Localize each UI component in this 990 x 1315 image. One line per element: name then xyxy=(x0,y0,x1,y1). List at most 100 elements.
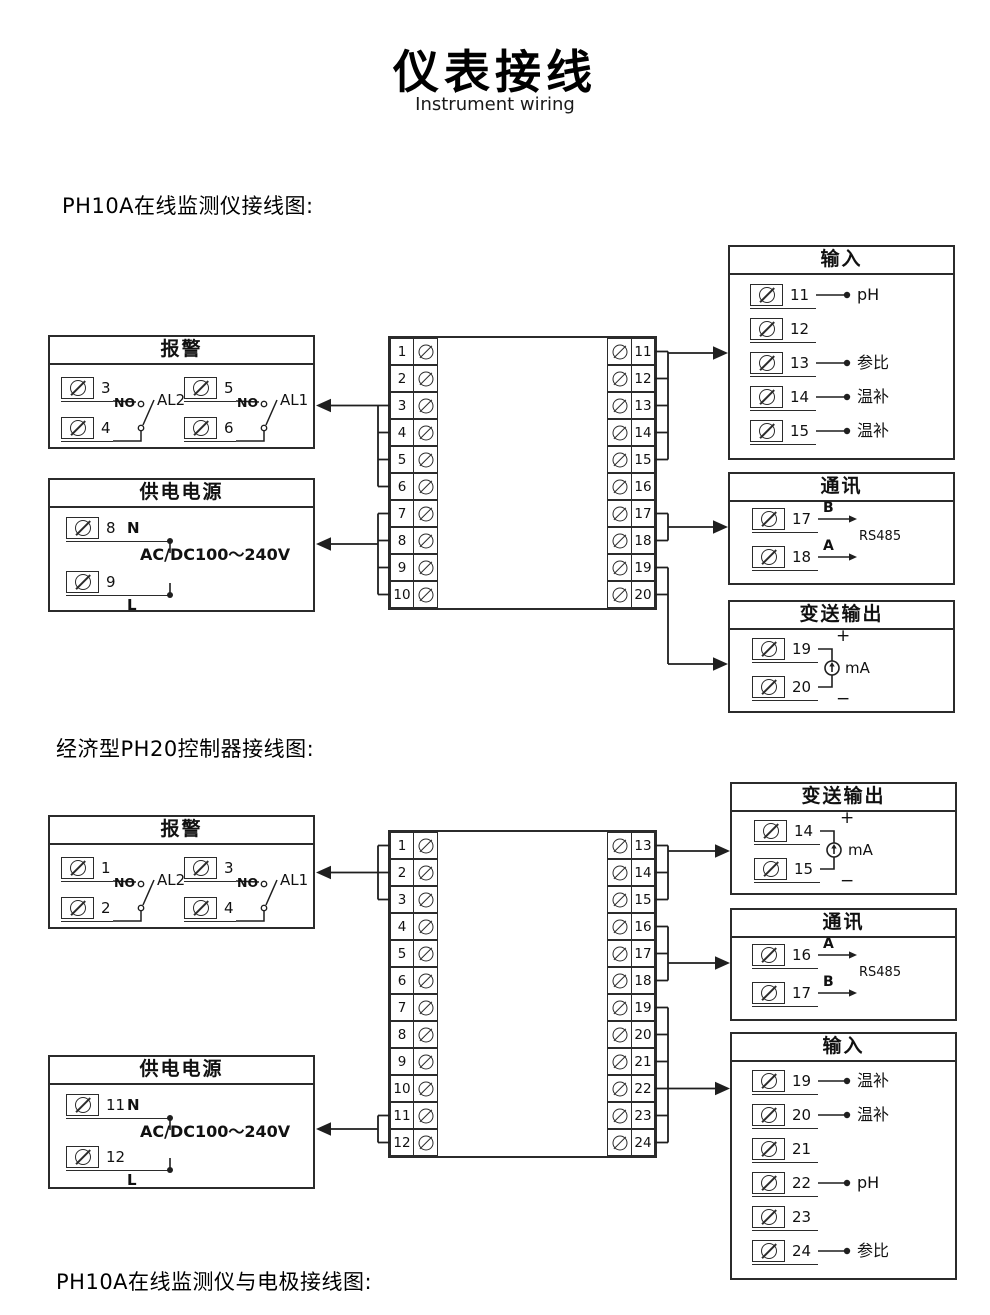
d2-terminal-column-left: 1 2 3 4 5 6 7 8 xyxy=(390,832,438,1156)
terminal-number: 14 xyxy=(631,860,654,885)
screw-terminal-icon xyxy=(754,820,787,842)
terminal-number: 13 xyxy=(790,354,810,372)
terminal-cell: 8 xyxy=(390,1021,438,1048)
screw-terminal-icon xyxy=(414,420,437,445)
terminal-number: 8 xyxy=(391,528,414,553)
terminal-cell: 9 xyxy=(390,554,438,581)
terminal-number: 18 xyxy=(631,528,654,553)
terminal-row: 5 xyxy=(184,377,236,402)
screw-terminal-icon xyxy=(61,897,94,919)
section1-heading: PH10A在线监测仪接线图: xyxy=(62,194,314,218)
screw-terminal-icon xyxy=(608,914,631,939)
screw-terminal-icon xyxy=(608,860,631,885)
terminal-number: 10 xyxy=(391,582,414,607)
screw-terminal-icon xyxy=(752,1138,785,1160)
screw-terminal-icon xyxy=(414,914,437,939)
terminal-cell: 1 xyxy=(390,338,438,365)
comm-line-label: A xyxy=(823,538,834,554)
screw-terminal-icon xyxy=(608,447,631,472)
screw-terminal-icon xyxy=(61,857,94,879)
terminal-number: 16 xyxy=(631,914,654,939)
screw-terminal-icon xyxy=(750,284,783,306)
signal-label: pH xyxy=(857,285,880,304)
alarm-output-label: AL1 xyxy=(280,871,309,889)
terminal-number: 20 xyxy=(792,1106,812,1124)
page-title: 仪表接线 xyxy=(393,45,597,99)
terminal-cell: 24 xyxy=(607,1129,655,1156)
terminal-row: 17 xyxy=(752,982,818,1007)
screw-terminal-icon xyxy=(752,1070,785,1092)
supply-voltage-label: AC/DC100～240V xyxy=(140,1122,291,1141)
screw-terminal-icon xyxy=(608,501,631,526)
terminal-number: 18 xyxy=(792,548,812,566)
terminal-row: 18 xyxy=(752,546,818,571)
alarm-output-label: AL1 xyxy=(280,391,309,409)
d1-terminal-column-right: 11 12 13 14 15 16 17 xyxy=(607,338,655,608)
terminal-number: 20 xyxy=(631,582,654,607)
comm-line-label: B xyxy=(823,974,834,990)
signal-label: pH xyxy=(857,1173,880,1192)
alarm-output-label: AL2 xyxy=(157,871,186,889)
protocol-label: RS485 xyxy=(859,965,902,980)
power-line-label: N xyxy=(127,519,140,537)
comm-line-label: B xyxy=(823,500,834,516)
screw-terminal-icon xyxy=(608,474,631,499)
screw-terminal-icon xyxy=(608,528,631,553)
screw-terminal-icon xyxy=(414,860,437,885)
terminal-row: 16 xyxy=(752,944,818,969)
terminal-row: 3 xyxy=(184,857,236,882)
power-line-label: L xyxy=(127,1171,137,1189)
terminal-number: 13 xyxy=(631,833,654,858)
terminal-row: 23 xyxy=(752,1206,818,1231)
screw-terminal-icon xyxy=(608,968,631,993)
screw-terminal-icon xyxy=(752,676,785,698)
terminal-row: 17 xyxy=(752,508,818,533)
signal-label: 温补 xyxy=(857,421,890,440)
screw-terminal-icon xyxy=(66,571,99,593)
polarity-label: − xyxy=(836,689,851,709)
screw-terminal-icon xyxy=(752,638,785,660)
terminal-cell: 12 xyxy=(607,365,655,392)
screw-terminal-icon xyxy=(752,1206,785,1228)
terminal-number: 21 xyxy=(631,1049,654,1074)
terminal-cell: 7 xyxy=(390,500,438,527)
contact-type-label: NO xyxy=(237,395,259,410)
terminal-number: 23 xyxy=(792,1208,812,1226)
terminal-row: 11 xyxy=(66,1094,170,1119)
d1-power-box: 供电电源 xyxy=(48,478,315,612)
screw-terminal-icon xyxy=(752,944,785,966)
terminal-number: 7 xyxy=(391,501,414,526)
terminal-number: 7 xyxy=(391,995,414,1020)
d2-power-box-title: 供电电源 xyxy=(50,1057,313,1085)
terminal-number: 1 xyxy=(391,833,414,858)
terminal-row: 4 xyxy=(61,417,113,442)
terminal-cell: 19 xyxy=(607,994,655,1021)
terminal-cell: 14 xyxy=(607,859,655,886)
terminal-row: 14 xyxy=(754,820,820,845)
terminal-number: 15 xyxy=(631,447,654,472)
screw-terminal-icon xyxy=(414,474,437,499)
screw-terminal-icon xyxy=(414,995,437,1020)
signal-label: 温补 xyxy=(857,387,890,406)
alarm-output-label: AL2 xyxy=(157,391,186,409)
terminal-row: 9 xyxy=(66,571,170,596)
terminal-cell: 21 xyxy=(607,1048,655,1075)
power-line-label: L xyxy=(127,596,137,614)
screw-terminal-icon xyxy=(752,982,785,1004)
terminal-number: 19 xyxy=(631,555,654,580)
terminal-cell: 23 xyxy=(607,1102,655,1129)
terminal-row: 14 xyxy=(750,386,816,411)
screw-terminal-icon xyxy=(608,887,631,912)
terminal-number: 24 xyxy=(792,1242,812,1260)
terminal-cell: 15 xyxy=(607,886,655,913)
terminal-number: 18 xyxy=(631,968,654,993)
terminal-number: 22 xyxy=(792,1174,812,1192)
d2-alarm-box-title: 报警 xyxy=(50,817,313,845)
terminal-cell: 11 xyxy=(390,1102,438,1129)
terminal-row: 19 xyxy=(752,1070,818,1095)
polarity-label: + xyxy=(840,808,855,828)
terminal-row: 12 xyxy=(750,318,816,343)
d1-terminal-column-left: 1 2 3 4 5 6 7 8 xyxy=(390,338,438,608)
terminal-number: 11 xyxy=(391,1103,414,1128)
contact-type-label: NO xyxy=(114,395,136,410)
